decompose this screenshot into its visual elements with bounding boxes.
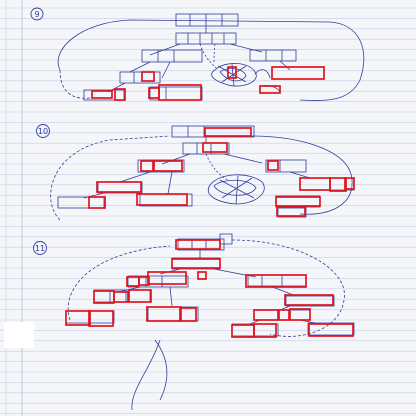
tree-diagram-section-3: 11: [33, 233, 355, 411]
highlight-boxes: [65, 239, 354, 338]
scan-blank-patch: [4, 322, 34, 348]
section-number-label: 11: [35, 244, 45, 253]
section-number: 10: [36, 124, 50, 138]
highlight-boxes: [88, 127, 355, 217]
tree-diagram-section-2: 10: [36, 124, 355, 221]
section-number: 11: [33, 241, 47, 255]
section-number: 9: [30, 7, 44, 21]
section-number-label: 10: [38, 127, 48, 136]
ruled-lines: [0, 7, 416, 414]
tree-sketch: [65, 233, 355, 411]
tree-sketch: [57, 13, 364, 101]
section-number-label: 9: [34, 10, 39, 19]
tree-diagram-section-1: 9: [30, 7, 364, 101]
highlight-boxes: [91, 66, 325, 101]
